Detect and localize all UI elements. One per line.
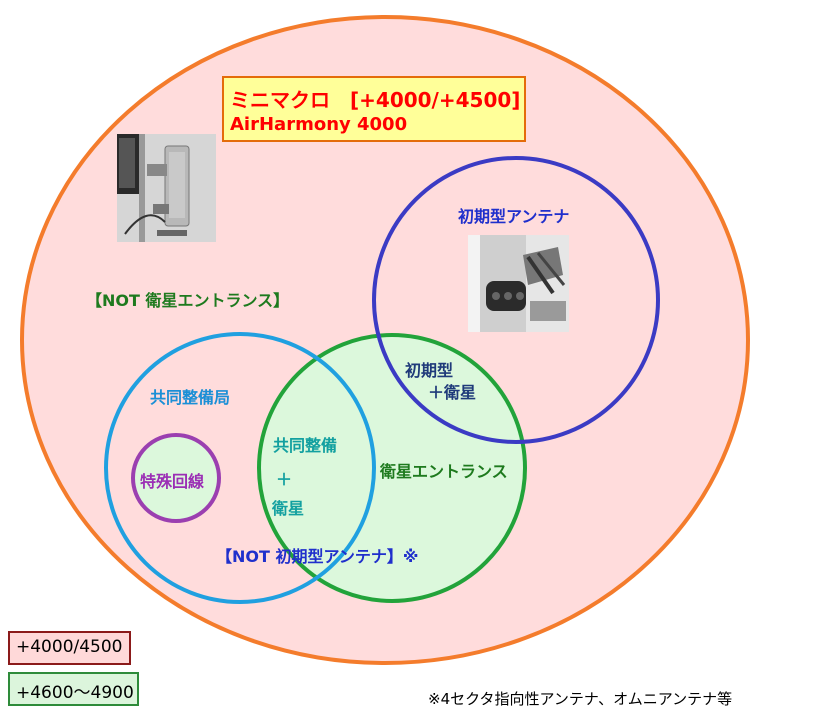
title-product-line: ミニマクロ [+4000/+4500] <box>230 84 520 113</box>
satellite-entrance-label: 衛星エントランス <box>380 458 508 482</box>
shared-plus-satellite-label-3: 衛星 <box>272 495 304 519</box>
not-initial-antenna-label: 【NOT 初期型アンテナ】※ <box>216 543 418 567</box>
not-satellite-label: 【NOT 衛星エントランス】 <box>86 287 289 311</box>
shared-plus-satellite-label-1: 共同整備 <box>273 432 337 456</box>
initial-plus-satellite-label-2: ＋衛星 <box>428 379 476 403</box>
legend-item-4600: +4600～4900 <box>8 672 139 706</box>
title-box: ミニマクロ [+4000/+4500] AirHarmony 4000 <box>222 76 526 142</box>
legend-label-4600: +4600～4900 <box>16 683 134 703</box>
legend-label-4000: +4000/4500 <box>16 637 123 657</box>
shared-plus-satellite-label-2: ＋ <box>276 466 292 490</box>
antenna-photo <box>117 134 216 242</box>
shared-station-label: 共同整備局 <box>150 384 230 408</box>
initial-antenna-photo <box>468 235 569 332</box>
title-model-line: AirHarmony 4000 <box>230 114 407 135</box>
initial-plus-satellite-label-1: 初期型 <box>405 357 453 381</box>
initial-antenna-label: 初期型アンテナ <box>458 203 569 227</box>
legend-item-4000: +4000/4500 <box>8 631 131 665</box>
footnote: ※4セクタ指向性アンテナ、オムニアンテナ等 <box>428 688 732 709</box>
special-line-label: 特殊回線 <box>140 468 204 492</box>
